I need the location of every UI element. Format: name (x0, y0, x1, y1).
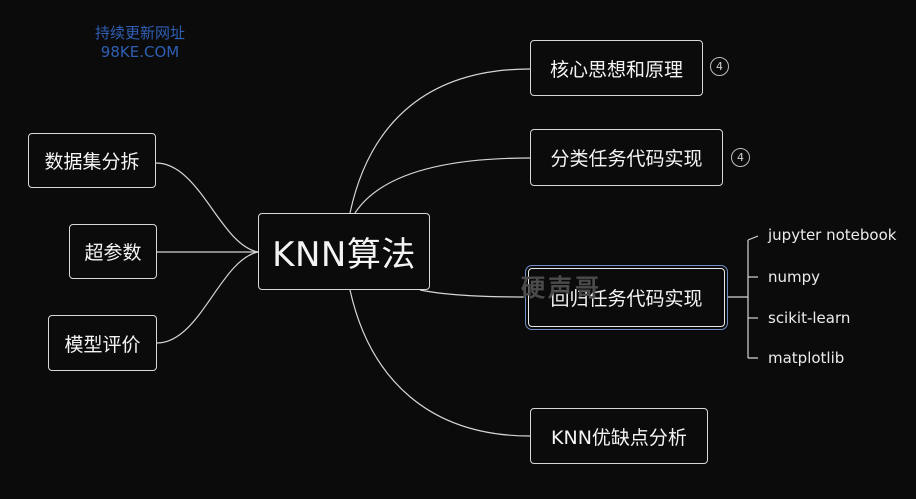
link-center-evaluation (156, 251, 259, 344)
link-center-classification (354, 157, 531, 214)
watermark: 持续更新网址 98KE.COM (80, 24, 200, 62)
node-label: KNN优缺点分析 (551, 426, 687, 449)
leaf-scikit-learn[interactable]: scikit-learn (768, 309, 851, 327)
watermark-line-2: 98KE.COM (100, 43, 180, 61)
watermark-line-1: 持续更新网址 (94, 24, 185, 42)
link-center-regression (419, 289, 531, 298)
node-label: 分类任务代码实现 (550, 148, 703, 170)
link-center-data-split (155, 162, 259, 253)
node-label: 数据集分拆 (44, 151, 140, 173)
node-label: 回归任务代码实现 (550, 288, 703, 310)
link-center-principle (349, 68, 531, 214)
link-regression-bracket (726, 235, 759, 359)
link-center-pros-cons (349, 289, 531, 437)
center-node-label: KNN算法 (272, 235, 416, 275)
node-principle[interactable]: 核心思想和原理 (530, 40, 703, 96)
leaf-jupyter-notebook[interactable]: jupyter notebook (768, 226, 897, 244)
leaf-matplotlib[interactable]: matplotlib (768, 349, 845, 367)
node-label: 核心思想和原理 (549, 58, 683, 81)
node-regression-code[interactable]: 回归任务代码实现 (528, 268, 725, 327)
node-classification-code[interactable]: 分类任务代码实现 (530, 129, 723, 186)
count-badge[interactable]: 4 (710, 57, 729, 76)
node-hyperparameters[interactable]: 超参数 (69, 224, 157, 279)
node-data-split[interactable]: 数据集分拆 (28, 133, 156, 188)
node-model-evaluation[interactable]: 模型评价 (48, 315, 157, 371)
count-badge[interactable]: 4 (731, 148, 750, 167)
node-pros-cons[interactable]: KNN优缺点分析 (530, 408, 708, 464)
node-label: 模型评价 (64, 333, 141, 356)
leaf-numpy[interactable]: numpy (768, 268, 821, 286)
watermark-overlay: 硬声哥 (521, 274, 602, 302)
center-node[interactable]: KNN算法 (258, 213, 430, 290)
node-label: 超参数 (84, 242, 142, 264)
